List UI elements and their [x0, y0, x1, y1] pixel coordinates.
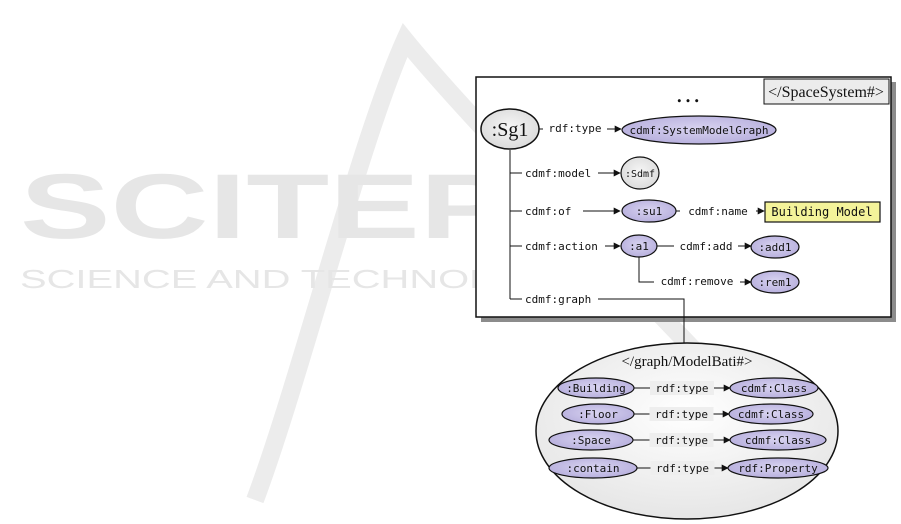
- triple-object: cdmf:Class: [738, 408, 804, 421]
- triple-subject: :Space: [571, 434, 611, 447]
- node-su1: :su1: [621, 199, 677, 223]
- node-rem1: :rem1: [750, 270, 800, 294]
- node-system-model-graph-label: cdmf:SystemModelGraph: [629, 124, 768, 137]
- edge-cdmf-add: cdmf:add: [680, 240, 733, 253]
- triple-object: cdmf:Class: [745, 434, 811, 447]
- model-bati-label: </graph/ModelBati#>: [621, 354, 752, 370]
- node-sg1: :Sg1: [480, 108, 540, 150]
- edge-cdmf-name: cdmf:name: [688, 205, 748, 218]
- node-sdmf-label: :Sdmf: [625, 169, 655, 180]
- node-sdmf: :Sdmf: [620, 156, 660, 190]
- ellipsis: …: [675, 79, 701, 108]
- edge-cdmf-action: cdmf:action: [525, 240, 598, 253]
- triple-row: :Space rdf:type cdmf:Class: [548, 429, 827, 451]
- node-rem1-label: :rem1: [758, 276, 791, 289]
- node-system-model-graph: cdmf:SystemModelGraph: [621, 115, 777, 145]
- frame-label-box: [763, 78, 890, 105]
- triple-row: :Floor rdf:type cdmf:Class: [561, 403, 814, 425]
- node-a1: :a1: [620, 234, 658, 258]
- edge-cdmf-graph: cdmf:graph: [525, 293, 591, 306]
- edge-cdmf-of: cdmf:of: [525, 205, 571, 218]
- edge-rdf-type: rdf:type: [549, 122, 602, 135]
- node-su1-label: :su1: [636, 205, 663, 218]
- triple-subject: :contain: [567, 462, 620, 475]
- triple-subject: :Floor: [578, 408, 618, 421]
- node-sg1-label: :Sg1: [492, 119, 529, 141]
- edge-cdmf-remove: cdmf:remove: [661, 275, 734, 288]
- edge-cdmf-model: cdmf:model: [525, 167, 591, 180]
- node-add1: :add1: [750, 235, 800, 259]
- triple-subject: :Building: [566, 382, 626, 395]
- literal-building-model-label: Building Model: [771, 205, 872, 219]
- triple-row: :Building rdf:type cdmf:Class: [557, 377, 819, 399]
- node-a1-label: :a1: [629, 240, 649, 253]
- triple-predicate: rdf:type: [656, 462, 709, 475]
- triple-predicate: rdf:type: [655, 408, 708, 421]
- model-bati-triples: :Building rdf:type cdmf:Class :Floor rdf:typ…: [548, 377, 829, 479]
- triple-predicate: rdf:type: [655, 434, 708, 447]
- node-add1-label: :add1: [758, 241, 791, 254]
- triple-object: rdf:Property: [738, 462, 818, 475]
- literal-building-model: Building Model: [764, 201, 881, 223]
- triple-object: cdmf:Class: [741, 382, 807, 395]
- triple-row: :contain rdf:type rdf:Property: [548, 457, 829, 479]
- triple-predicate: rdf:type: [656, 382, 709, 395]
- frame-label: </SpaceSystem#>: [768, 84, 884, 101]
- trunk-lines: [509, 150, 522, 300]
